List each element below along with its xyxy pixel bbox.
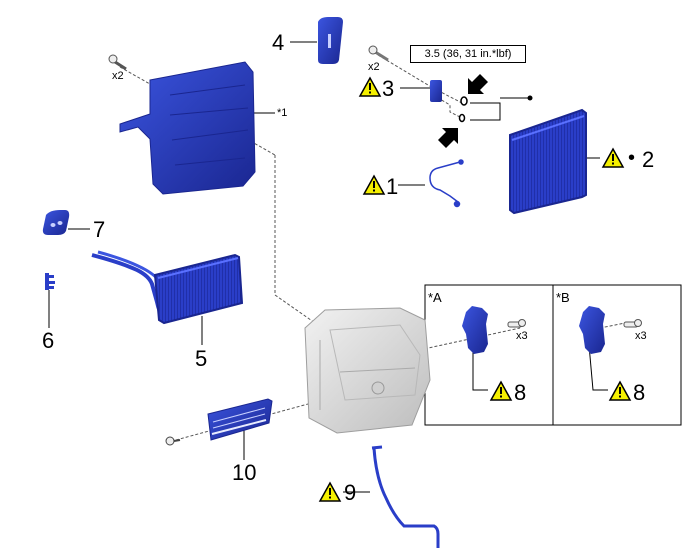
callout-2: 2 xyxy=(642,147,655,172)
callout-3: 3 xyxy=(382,76,395,101)
part-3-expansion-valve[interactable] xyxy=(430,80,442,102)
warning-icon-2 xyxy=(601,147,625,168)
callout-10: 10 xyxy=(232,460,257,485)
warning-icon-9 xyxy=(318,481,342,502)
callout-5: 5 xyxy=(195,346,208,371)
part-2-evaporator[interactable] xyxy=(509,108,587,215)
part-blower-housing[interactable] xyxy=(119,61,256,195)
o-ring-upper xyxy=(460,96,468,106)
callout-7: 7 xyxy=(93,217,106,242)
part-8b-servo-motor[interactable] xyxy=(579,306,605,354)
callout-1: 1 xyxy=(386,174,399,199)
bullet-dot xyxy=(527,95,533,101)
panel-a-label: *A xyxy=(428,290,442,305)
panel-a-frame xyxy=(424,284,554,426)
part-1-wire-harness[interactable] xyxy=(429,159,464,208)
callout-8b: 8 xyxy=(633,380,646,405)
part-8a-servo-motor[interactable] xyxy=(462,306,488,354)
torque-spec-box: 3.5 (36, 31 in.*lbf) xyxy=(410,45,526,63)
screw-top-left xyxy=(108,54,127,71)
part-5-heater-core[interactable] xyxy=(91,250,244,325)
part-6-clamp[interactable] xyxy=(45,273,55,290)
part-10-cover[interactable] xyxy=(207,398,273,441)
arrow-upper-icon xyxy=(468,74,488,94)
warning-icon-8b xyxy=(608,380,632,401)
panel-b-frame xyxy=(552,284,682,426)
screw-qty-top-left: x2 xyxy=(112,70,124,82)
part-hvac-housing[interactable] xyxy=(304,307,431,434)
part-4-cap[interactable] xyxy=(318,17,343,64)
screw-qty-panel-a: x3 xyxy=(516,330,528,342)
o-ring-lower xyxy=(458,113,466,123)
warning-icon-8a xyxy=(489,380,513,401)
screw-panel-b xyxy=(623,319,642,328)
screw-panel-a xyxy=(507,319,526,328)
callout-6: 6 xyxy=(42,328,55,353)
part-9-drain-hose[interactable] xyxy=(371,445,440,548)
screw-top-mid xyxy=(368,45,389,62)
callout-4: 4 xyxy=(272,30,285,55)
callout-9: 9 xyxy=(344,480,357,505)
screw-qty-top-mid: x2 xyxy=(368,61,380,73)
part-7-grommet[interactable] xyxy=(42,210,70,235)
screw-qty-panel-b: x3 xyxy=(635,330,647,342)
warning-icon-1 xyxy=(362,174,386,195)
callout-2-bullet: • xyxy=(628,147,636,169)
arrow-lower-icon xyxy=(438,128,458,148)
callout-8a: 8 xyxy=(514,380,527,405)
screw-cover xyxy=(165,436,181,446)
panel-b-label: *B xyxy=(556,290,570,305)
note-star1: *1 xyxy=(277,107,288,119)
warning-icon-3 xyxy=(358,76,382,97)
